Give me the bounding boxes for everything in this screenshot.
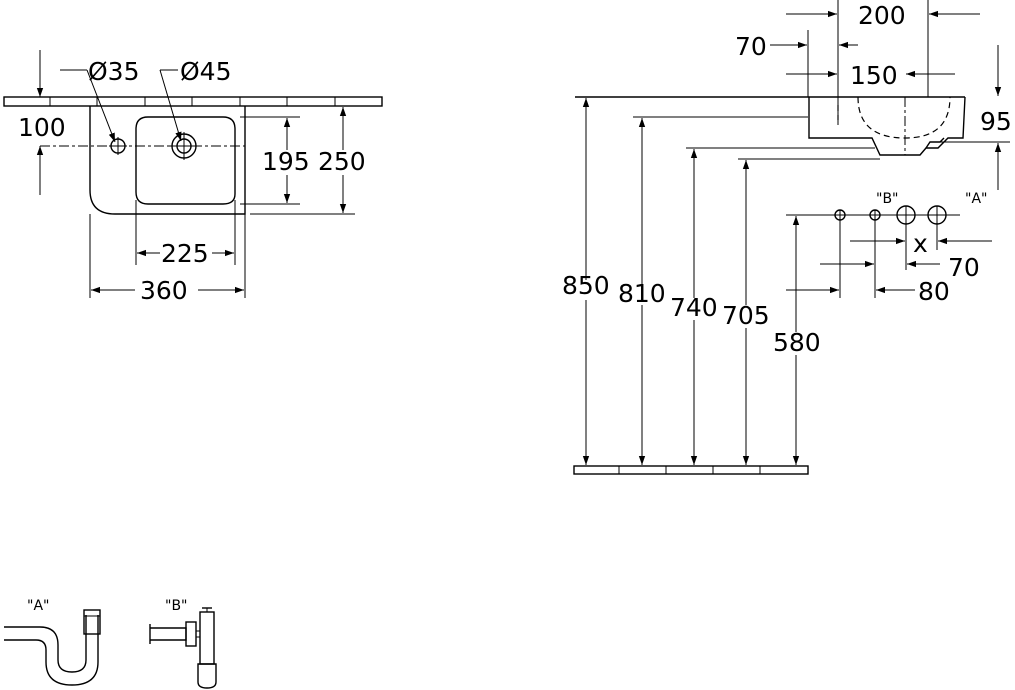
tap-hole [109, 137, 127, 155]
dim-basin-height-label: 95 [980, 107, 1012, 136]
height-2-label: 810 [618, 279, 666, 308]
dim-tap-offset-label: 70 [735, 32, 767, 61]
dim-bowl-depth-label: 195 [262, 147, 310, 176]
floor [573, 465, 809, 475]
dim-outlet-offset-label: 150 [850, 61, 898, 90]
height-rim-label: 850 [562, 271, 610, 300]
dim-x-label: x [913, 229, 928, 258]
height-supply-label: 580 [773, 328, 821, 357]
dim-bowl-width-label: 225 [161, 239, 209, 268]
basin-profile [808, 96, 966, 156]
dim-offset-label: 100 [18, 113, 66, 142]
waste-hole [170, 132, 198, 160]
bowl-outline [135, 116, 236, 205]
plan-wall [3, 96, 383, 107]
dim-spacing-80-label: 80 [918, 277, 950, 306]
height-4-label: 705 [722, 301, 770, 330]
trap-b-ref: "B" [876, 191, 898, 207]
hole-left-label: Ø35 [88, 57, 140, 86]
plan-view: Ø35 Ø45 100 195 250 225 360 [3, 50, 383, 305]
side-view: 200 70 150 95 850 810 [562, 0, 1012, 475]
bowl-dash [857, 96, 951, 139]
trap-b: "B" [149, 598, 217, 689]
hole-right-label: Ø45 [180, 57, 232, 86]
basin-outline [89, 106, 246, 215]
trap-a: "A" [4, 598, 101, 686]
trap-a-ref: "A" [965, 191, 987, 207]
dim-total-width-label: 360 [140, 276, 188, 305]
trap-a-label: "A" [27, 598, 49, 614]
trap-b-label: "B" [165, 598, 187, 614]
height-3-label: 740 [670, 293, 718, 322]
dim-top-width-label: 200 [858, 1, 906, 30]
dim-spacing-70-label: 70 [948, 253, 980, 282]
dim-total-depth-label: 250 [318, 147, 366, 176]
